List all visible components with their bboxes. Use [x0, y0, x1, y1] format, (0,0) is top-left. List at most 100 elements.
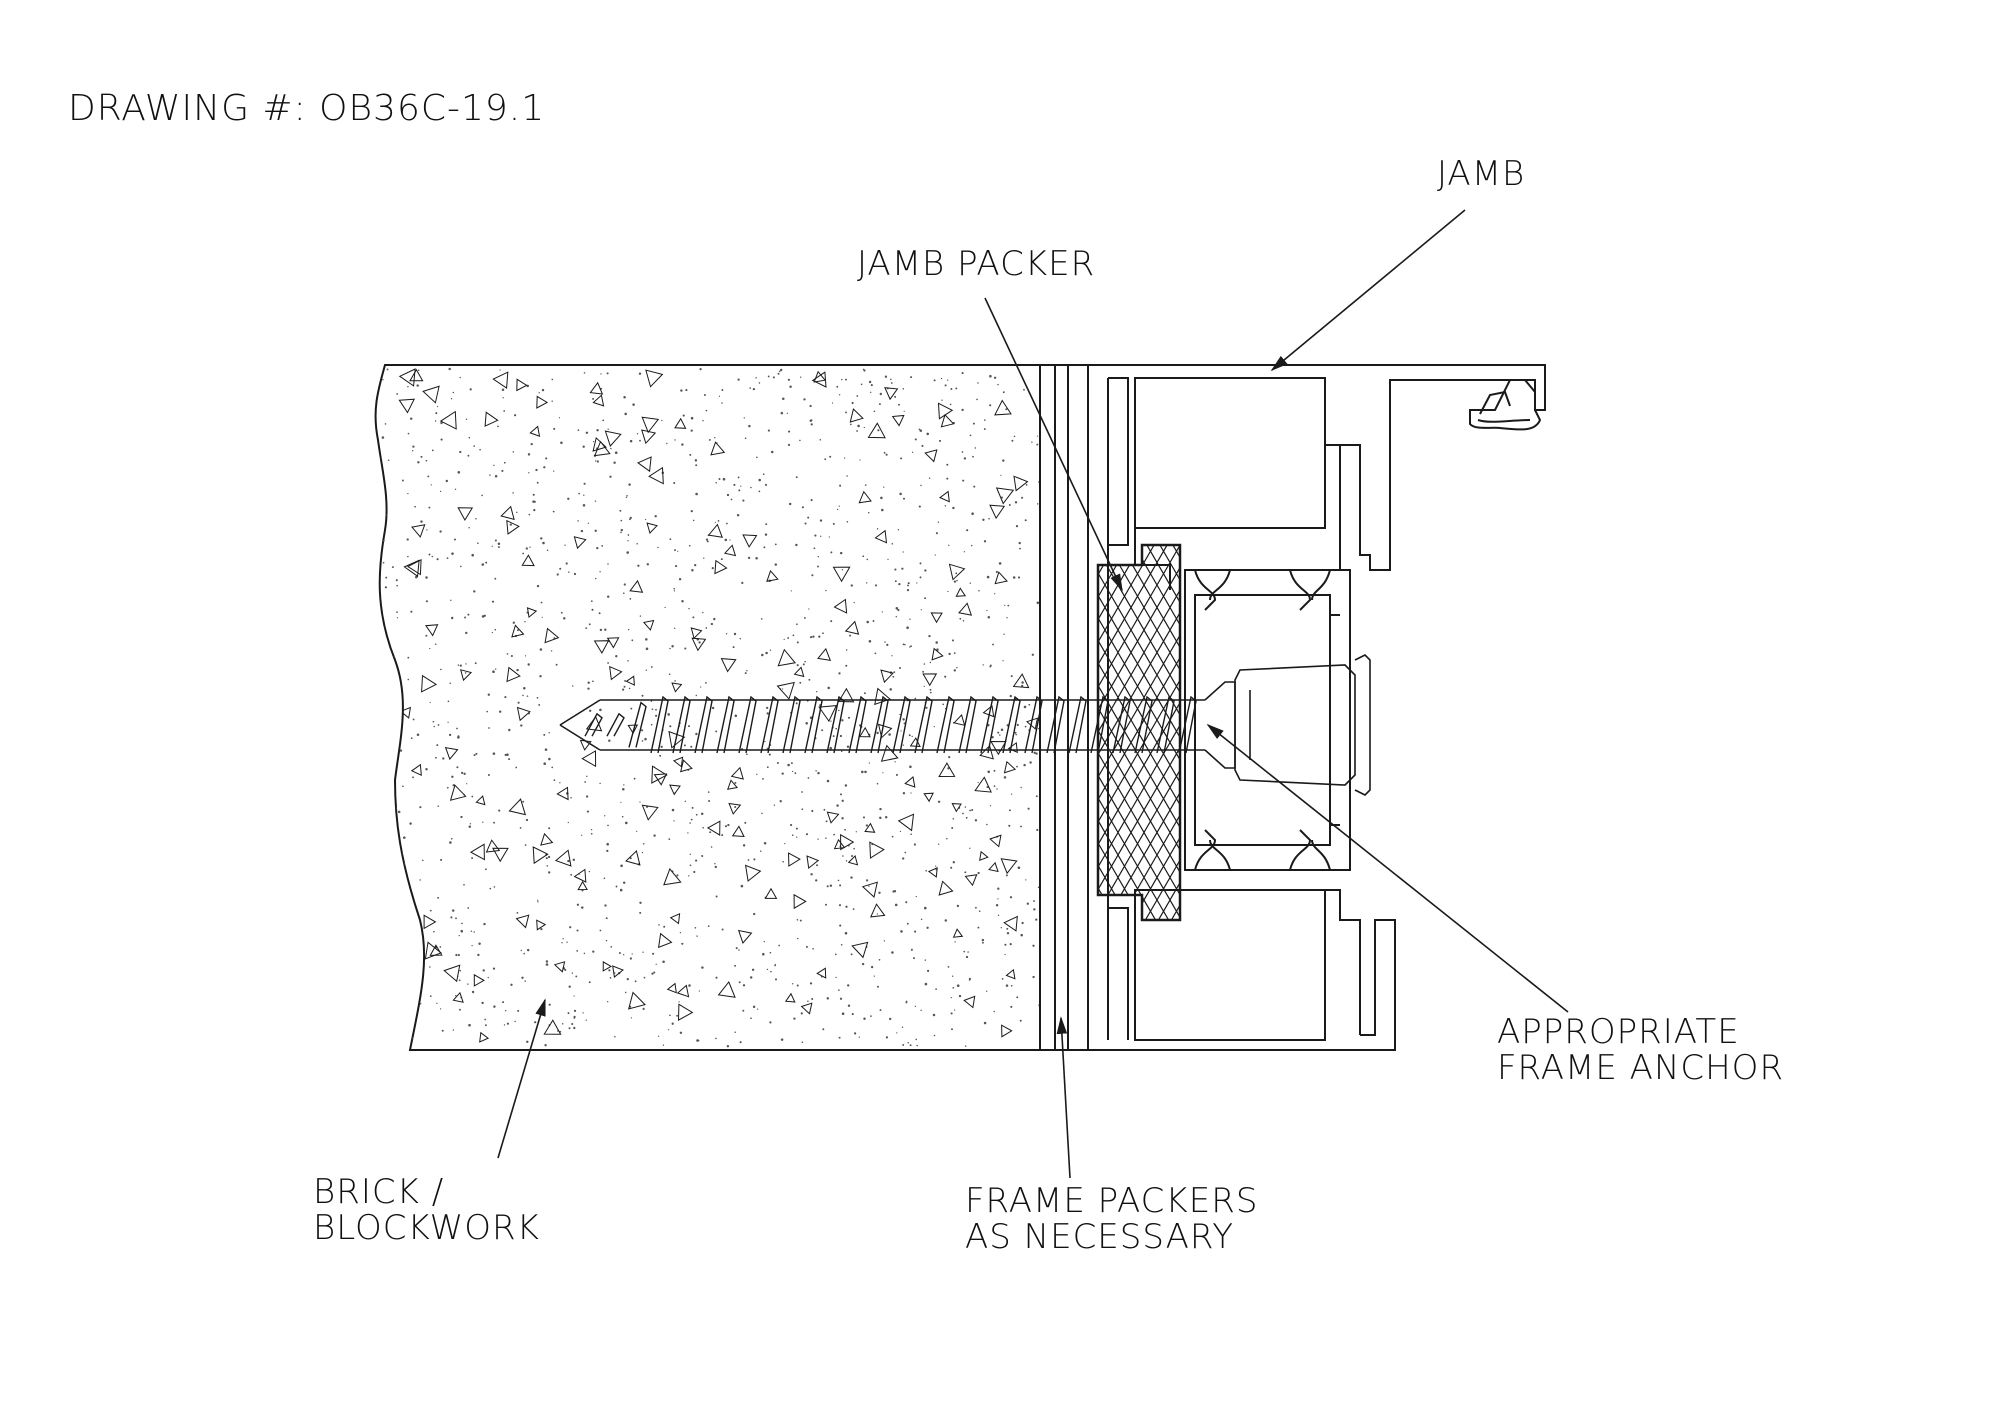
aggregate-dot [688, 984, 691, 987]
aggregate-dot [429, 995, 432, 997]
aggregate-stone [457, 507, 474, 521]
aggregate-dot [910, 833, 912, 835]
aggregate-stone [776, 681, 795, 700]
aggregate-dot [928, 634, 931, 638]
aggregate-stone [1013, 475, 1029, 492]
aggregate-dot [620, 528, 623, 532]
aggregate-dot [592, 441, 595, 443]
aggregate-dot [977, 926, 980, 929]
aggregate-dot [524, 844, 527, 846]
aggregate-dot [1037, 727, 1040, 730]
aggregate-dot [981, 938, 985, 942]
aggregate-dot [834, 953, 837, 956]
aggregate-dot [951, 1028, 953, 1031]
aggregate-dot [450, 916, 453, 919]
aggregate-dot [420, 980, 422, 983]
aggregate-dot [607, 595, 610, 598]
aggregate-dot [536, 697, 539, 699]
aggregate-dot [816, 864, 818, 867]
aggregate-dot [1036, 443, 1039, 446]
aggregate-stone [974, 776, 992, 793]
aggregate-dot [697, 1039, 700, 1042]
aggregate-dot [481, 615, 485, 618]
aggregate-dot [541, 388, 545, 392]
aggregate-dot [577, 429, 580, 431]
aggregate-dot [701, 854, 704, 858]
aggregate-dot [740, 485, 742, 487]
aggregate-dot [734, 1031, 736, 1033]
aggregate-dot [497, 546, 500, 549]
aggregate-dot [776, 761, 779, 765]
aggregate-stone [449, 784, 467, 801]
aggregate-dot [873, 410, 876, 413]
aggregate-dot [971, 808, 974, 812]
aggregate-dot [587, 687, 590, 690]
aggregate-dot [965, 816, 968, 819]
aggregate-dot [543, 466, 546, 469]
aggregate-dot [487, 693, 490, 696]
aggregate-dot [867, 512, 870, 514]
aggregate-dot [1021, 681, 1024, 684]
aggregate-dot [429, 647, 431, 650]
aggregate-stone [553, 961, 566, 973]
aggregate-dot [989, 805, 992, 807]
aggregate-dot [944, 675, 947, 678]
aggregate-dot [468, 825, 472, 828]
aggregate-dot [889, 688, 892, 691]
aggregate-dot [595, 460, 597, 462]
aggregate-stone [988, 861, 999, 873]
aggregate-dot [620, 519, 623, 522]
aggregate-dot [417, 965, 420, 967]
aggregate-stone [1001, 1024, 1013, 1038]
aggregate-dot [781, 772, 784, 775]
aggregate-dot [799, 681, 802, 684]
aggregate-dot [581, 834, 583, 836]
brickwork-wall [374, 364, 1041, 1051]
aggregate-dot [1020, 786, 1022, 789]
aggregate-dot [717, 520, 720, 522]
aggregate-dot [791, 834, 794, 836]
aggregate-dot [944, 384, 947, 387]
aggregate-dot [586, 810, 589, 813]
aggregate-dot [812, 635, 815, 638]
aggregate-dot [783, 638, 785, 641]
aggregate-dot [533, 508, 536, 512]
aggregate-dot [1021, 684, 1024, 688]
aggregate-dot [673, 820, 675, 822]
aggregate-stone [730, 766, 744, 780]
aggregate-dot [868, 380, 872, 384]
aggregate-dot [1007, 604, 1010, 607]
aggregate-dot [977, 781, 979, 784]
aggregate-dot [524, 655, 527, 657]
aggregate-dot [997, 898, 999, 900]
aggregate-dot [382, 379, 384, 381]
aggregate-dot [504, 1009, 507, 1012]
aggregate-dot [1004, 953, 1006, 956]
thread-turn [650, 695, 669, 754]
aggregate-dot [411, 945, 415, 948]
aggregate-dot [570, 873, 573, 876]
aggregate-dot [676, 1014, 679, 1017]
aggregate-dot [412, 718, 415, 721]
aggregate-stone [669, 912, 681, 925]
aggregate-dot [1002, 391, 1005, 394]
aggregate-dot [963, 950, 966, 953]
aggregate-dot [484, 1024, 487, 1027]
aggregate-stone [710, 441, 726, 456]
aggregate-dot [840, 793, 842, 796]
aggregate-dot [641, 851, 644, 854]
thread-turn [1134, 695, 1153, 754]
aggregate-dot [822, 632, 824, 635]
aggregate-dot [726, 493, 730, 497]
aggregate-stone [948, 563, 966, 581]
aggregate-dot [528, 513, 531, 516]
aggregate-dot [839, 884, 842, 887]
aggregate-dot [907, 582, 910, 585]
aggregate-dot [1009, 896, 1013, 899]
aggregate-dot [388, 835, 391, 838]
aggregate-dot [692, 519, 695, 522]
aggregate-dot [525, 547, 528, 550]
aggregate-dot [637, 564, 640, 567]
aggregate-dot [814, 534, 817, 537]
aggregate-stone [847, 855, 859, 866]
